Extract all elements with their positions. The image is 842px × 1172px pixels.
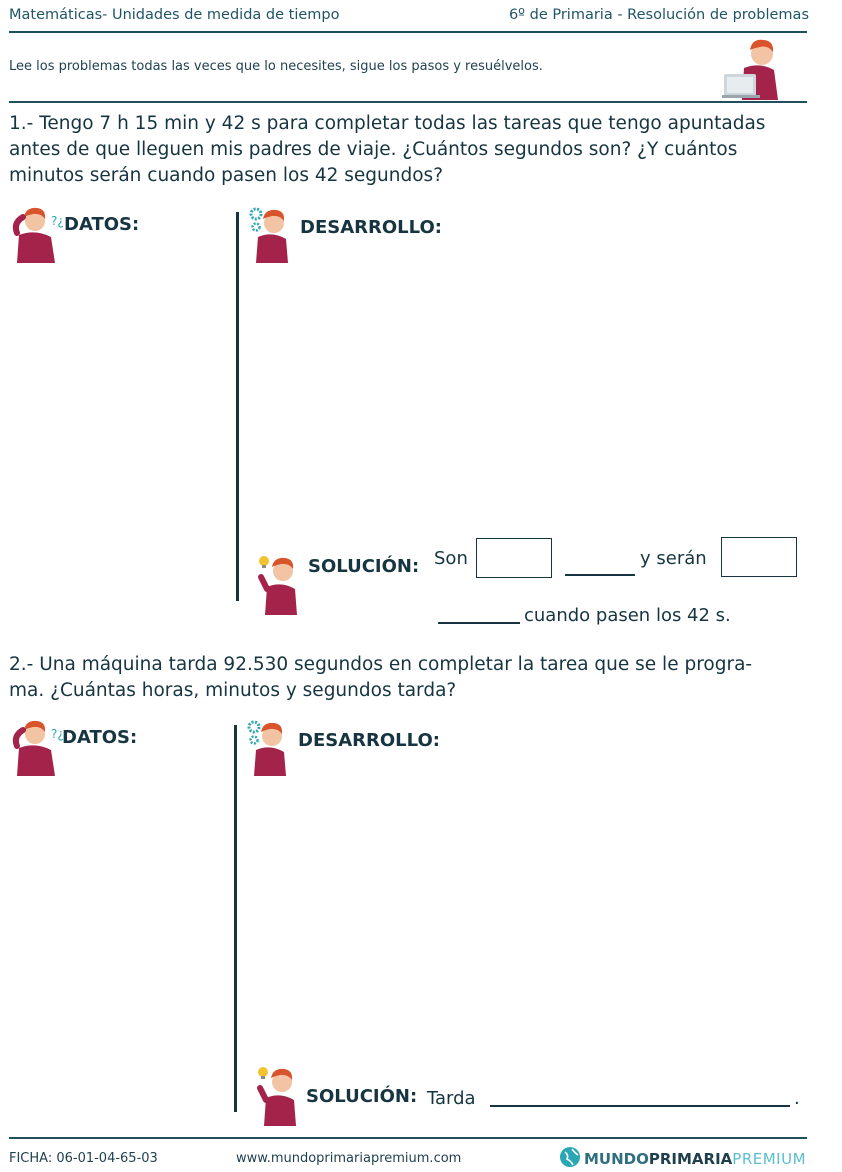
boy-thinking-icon: ?¿	[11, 205, 67, 263]
boy-gears-icon	[248, 207, 294, 263]
header-subject: Matemáticas- Unidades de medida de tiemp…	[9, 7, 340, 23]
problem-1-solucion-label: SOLUCIÓN:	[308, 556, 420, 577]
intro-divider	[9, 101, 807, 103]
footer-ficha: FICHA: 06-01-04-65-03	[9, 1151, 158, 1166]
problem-1-statement: 1.- Tengo 7 h 15 min y 42 s para complet…	[9, 111, 809, 189]
footer-website[interactable]: www.mundoprimariapremium.com	[236, 1151, 462, 1166]
boy-laptop-icon	[722, 34, 782, 100]
problem-1-seconds-box[interactable]	[476, 538, 552, 578]
problem-2-separator	[234, 725, 237, 1112]
problem-1-desarrollo-label: DESARROLLO:	[300, 217, 442, 238]
intro-text: Lee los problemas todas las veces que lo…	[9, 59, 543, 74]
brand-premium: PREMIUM	[732, 1150, 807, 1168]
problem-1-datos-label: DATOS:	[64, 214, 140, 235]
problem-1-son-text: Son	[434, 548, 468, 569]
problem-2-line-1: 2.- Una máquina tarda 92.530 segundos en…	[9, 654, 753, 675]
problem-1-unit2-blank[interactable]	[438, 622, 520, 624]
problem-2-datos-label: DATOS:	[62, 727, 138, 748]
problem-2-desarrollo-label: DESARROLLO:	[298, 730, 440, 751]
brand-mundo: MUNDO	[584, 1150, 649, 1168]
problem-1-line-3: minutos serán cuando pasen los 42 segund…	[9, 165, 444, 186]
problem-2-end-period: .	[794, 1088, 800, 1109]
svg-text:?¿: ?¿	[51, 214, 64, 228]
problem-1-unit-blank[interactable]	[565, 574, 635, 576]
footer-divider	[9, 1137, 807, 1139]
boy-idea-icon	[254, 1064, 300, 1126]
problem-1-cuando-text: cuando pasen los 42 s.	[524, 605, 731, 626]
problem-1-line-1: 1.- Tengo 7 h 15 min y 42 s para complet…	[9, 113, 766, 134]
footer-brand: MUNDOPRIMARIAPREMIUM	[584, 1150, 806, 1168]
header-level: 6º de Primaria - Resolución de problemas	[508, 7, 809, 23]
header-divider	[9, 31, 807, 33]
globe-logo-icon	[559, 1146, 581, 1168]
problem-2-solucion-label: SOLUCIÓN:	[306, 1086, 418, 1107]
problem-2-statement: 2.- Una máquina tarda 92.530 segundos en…	[9, 652, 809, 704]
boy-idea-icon	[255, 553, 301, 615]
problem-1-minutes-box[interactable]	[721, 537, 797, 577]
boy-thinking-icon: ?¿	[11, 718, 67, 776]
problem-2-tarda-text: Tarda	[427, 1088, 476, 1109]
problem-1-line-2: antes de que lleguen mis padres de viaje…	[9, 139, 738, 160]
problem-1-separator	[236, 212, 239, 601]
problem-2-line-2: ma. ¿Cuántas horas, minutos y segundos t…	[9, 680, 457, 701]
svg-text:?¿: ?¿	[51, 727, 64, 741]
brand-primaria: PRIMARIA	[648, 1150, 733, 1168]
problem-2-answer-blank[interactable]	[490, 1105, 790, 1107]
problem-1-seran-text: y serán	[640, 548, 707, 569]
boy-gears-icon	[246, 720, 292, 776]
